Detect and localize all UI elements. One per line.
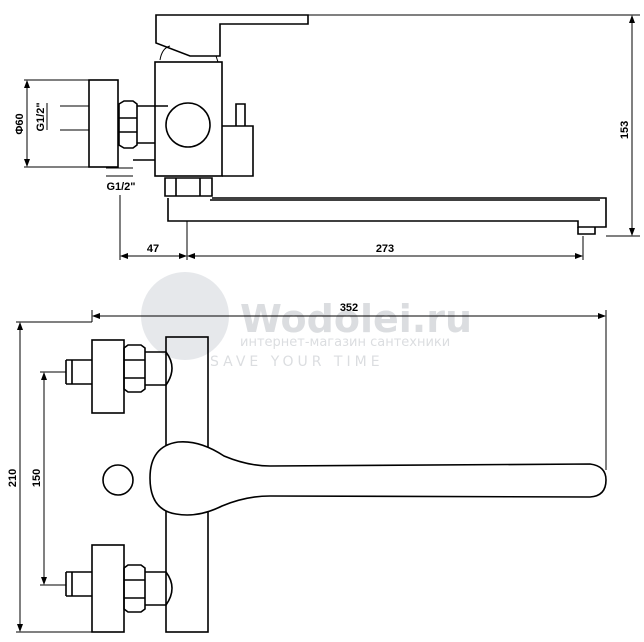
total-height-dimension-label: 210 — [7, 469, 19, 487]
lower-flange — [91, 544, 125, 633]
lever-front — [149, 440, 607, 516]
watermark: Wodolei.ru интернет-магазин сантехники S… — [141, 272, 472, 370]
watermark-slogan: SAVE YOUR TIME — [210, 354, 384, 370]
lever-handle — [155, 14, 309, 57]
offset-dimension-label: 47 — [147, 243, 159, 255]
diverter-button — [222, 103, 254, 177]
height-extension-lines — [308, 14, 640, 237]
mixer-body — [154, 61, 223, 177]
handle-base — [159, 45, 219, 63]
thread-lines — [60, 105, 133, 177]
upper-nut — [123, 344, 146, 393]
lower-eccentric — [145, 571, 173, 606]
flange-dimension-label: Φ60 — [14, 113, 26, 134]
upper-eccentric — [145, 351, 173, 386]
spacing-dimension-label: 150 — [31, 469, 43, 487]
watermark-brand: Wodolei.ru — [240, 297, 472, 341]
flange-extension-lines — [24, 79, 89, 168]
spout-nut — [164, 177, 213, 197]
watermark-tagline: интернет-магазин сантехники — [240, 335, 450, 350]
reach-dimension-label: 273 — [376, 243, 394, 255]
wall-flange — [88, 79, 119, 168]
diverter-knob — [165, 102, 211, 148]
front-view: 352 210 150 — [7, 302, 607, 633]
outlet-thread-label: G1/2" — [106, 181, 135, 193]
length-dimension-label: 352 — [340, 302, 358, 314]
reach-extension-lines — [119, 195, 584, 260]
height-dimension-label: 153 — [619, 121, 631, 139]
diverter-knob-front — [102, 464, 134, 496]
upper-flange — [91, 339, 125, 414]
upper-inlet-thread — [65, 359, 92, 385]
total-height-extension-lines — [16, 321, 92, 633]
lower-nut — [123, 564, 146, 613]
aerator — [577, 227, 596, 235]
lower-inlet-thread — [65, 571, 92, 597]
eccentric-pipe — [133, 105, 168, 161]
spout — [167, 197, 607, 228]
side-view: 153 47 273 Φ60 G1/2" G1/2" — [14, 14, 640, 260]
inlet-thread-label: G1/2" — [35, 102, 47, 131]
eccentric-nut — [118, 100, 138, 149]
